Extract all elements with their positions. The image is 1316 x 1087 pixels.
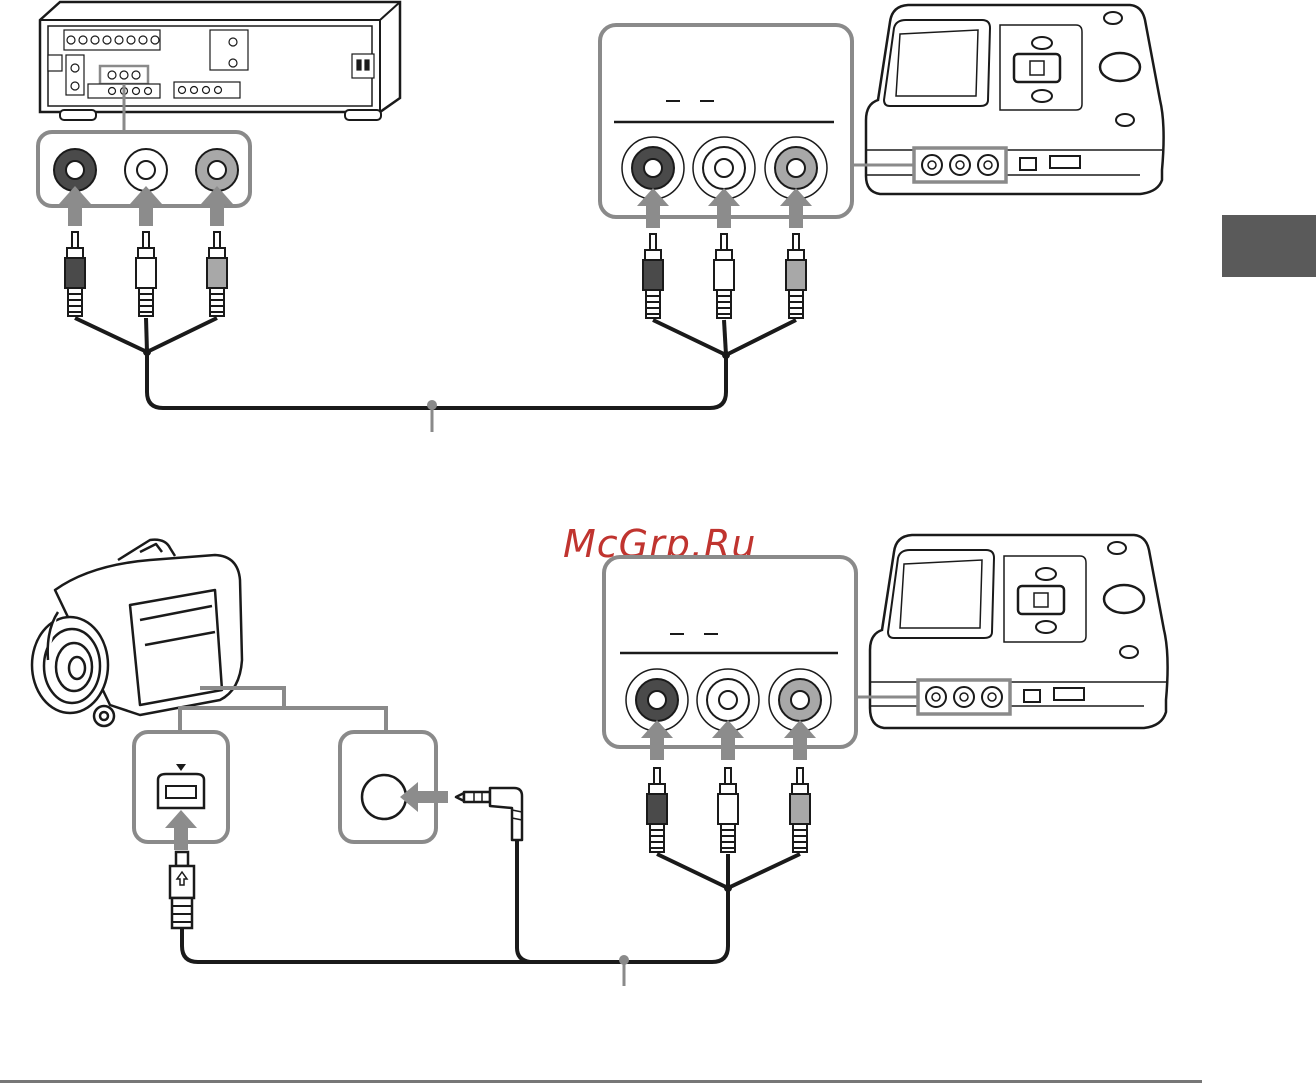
rca-plug-set-top-left xyxy=(65,232,227,316)
rca-plug-set-top-right xyxy=(643,234,806,318)
audio-video-cable-top xyxy=(75,318,796,408)
dvd-writer-bottom xyxy=(870,535,1168,728)
rca-plug-set-bottom-right xyxy=(647,768,810,852)
headphone-jack-icon xyxy=(362,775,406,819)
mini-plug xyxy=(456,788,522,840)
usb-plug xyxy=(170,852,194,928)
audio-video-cable-bottom xyxy=(182,840,800,962)
jack-set-top-left xyxy=(54,149,238,191)
av-receiver-rear-panel xyxy=(40,2,400,120)
handycam-camcorder xyxy=(32,540,242,726)
footer-divider xyxy=(0,1080,1202,1083)
